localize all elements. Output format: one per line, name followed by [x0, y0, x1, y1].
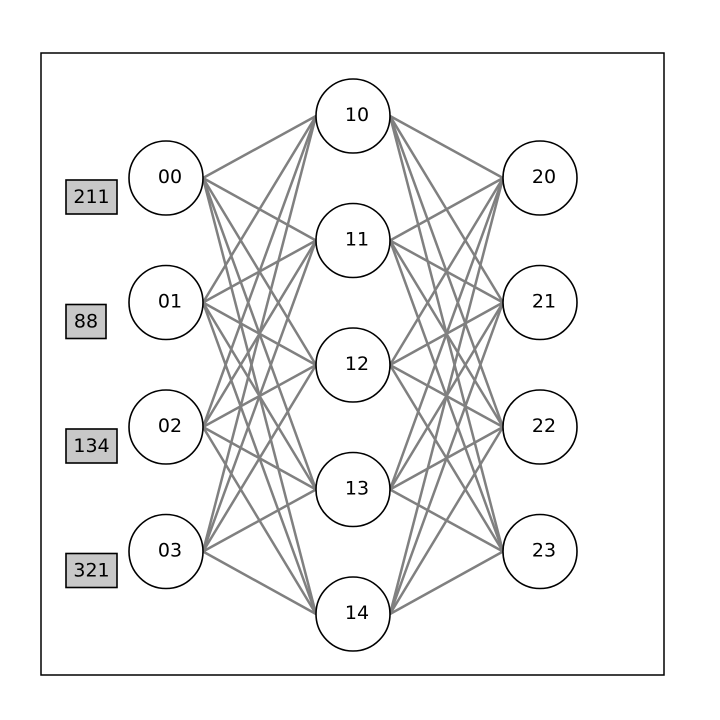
- node-circle: [315, 202, 391, 279]
- node-label: 23: [532, 540, 556, 562]
- edge-13-20: [388, 177, 505, 490]
- node-label: 13: [345, 478, 369, 500]
- edge-03-11: [201, 240, 318, 552]
- node-label: 14: [345, 602, 369, 624]
- node-01: 01: [128, 264, 204, 341]
- node-label: 03: [158, 540, 182, 562]
- node-00: 00: [128, 140, 204, 216]
- node-circle: [128, 513, 204, 590]
- edge-14-22: [388, 426, 505, 615]
- node-14: 14: [315, 576, 391, 652]
- edge-03-14: [202, 550, 317, 616]
- input-value-2: 134: [65, 428, 118, 464]
- node-20: 20: [502, 140, 578, 216]
- node-03: 03: [128, 513, 204, 590]
- edge-12-20: [388, 177, 505, 366]
- input-value-label: 211: [73, 186, 109, 208]
- edge-03-10: [201, 115, 318, 552]
- input-value-label: 88: [74, 311, 98, 333]
- edge-01-10: [201, 115, 318, 304]
- node-label: 20: [532, 166, 556, 188]
- node-21: 21: [502, 264, 578, 341]
- node-circle: [315, 451, 391, 528]
- node-label: 11: [345, 229, 369, 251]
- input-value-label: 321: [73, 560, 109, 582]
- edge-14-23: [389, 550, 504, 616]
- edges: [201, 114, 505, 616]
- node-circle: [502, 264, 578, 341]
- edge-02-10: [201, 115, 318, 428]
- node-circle: [502, 140, 578, 216]
- input-value-3: 321: [65, 552, 118, 589]
- node-label: 01: [158, 291, 182, 313]
- input-value-label: 134: [73, 435, 109, 457]
- edge-14-20: [388, 177, 505, 615]
- node-circle: [128, 264, 204, 341]
- edge-10-20: [389, 114, 504, 180]
- node-label: 02: [158, 415, 182, 437]
- node-circle: [128, 389, 204, 465]
- diagram-frame: [40, 52, 665, 676]
- node-12: 12: [315, 327, 391, 403]
- input-box: [65, 428, 118, 464]
- nodes: 00 01 02 03 10 11 12 13 14 20 21 22 23: [128, 78, 578, 652]
- node-13: 13: [315, 451, 391, 528]
- node-label: 21: [532, 291, 556, 313]
- node-label: 22: [532, 415, 556, 437]
- edge-03-12: [201, 364, 318, 553]
- node-02: 02: [128, 389, 204, 465]
- edge-11-20: [389, 176, 504, 242]
- node-23: 23: [502, 513, 578, 590]
- node-circle: [315, 327, 391, 403]
- node-circle: [315, 78, 391, 154]
- input-values: 211 88 134 321: [65, 179, 118, 589]
- node-circle: [128, 140, 204, 216]
- node-circle: [315, 576, 391, 652]
- input-box: [65, 552, 118, 589]
- edge-00-10: [202, 114, 317, 180]
- edge-03-13: [202, 488, 317, 553]
- node-10: 10: [315, 78, 391, 154]
- edge-14-21: [388, 302, 505, 615]
- input-value-0: 211: [65, 179, 118, 215]
- input-value-1: 88: [65, 303, 107, 340]
- input-box: [65, 179, 118, 215]
- input-box: [65, 303, 107, 340]
- node-label: 10: [345, 104, 369, 126]
- node-circle: [502, 389, 578, 465]
- node-label: 00: [158, 166, 182, 188]
- node-label: 12: [345, 353, 369, 375]
- node-circle: [502, 513, 578, 590]
- node-11: 11: [315, 202, 391, 279]
- node-22: 22: [502, 389, 578, 465]
